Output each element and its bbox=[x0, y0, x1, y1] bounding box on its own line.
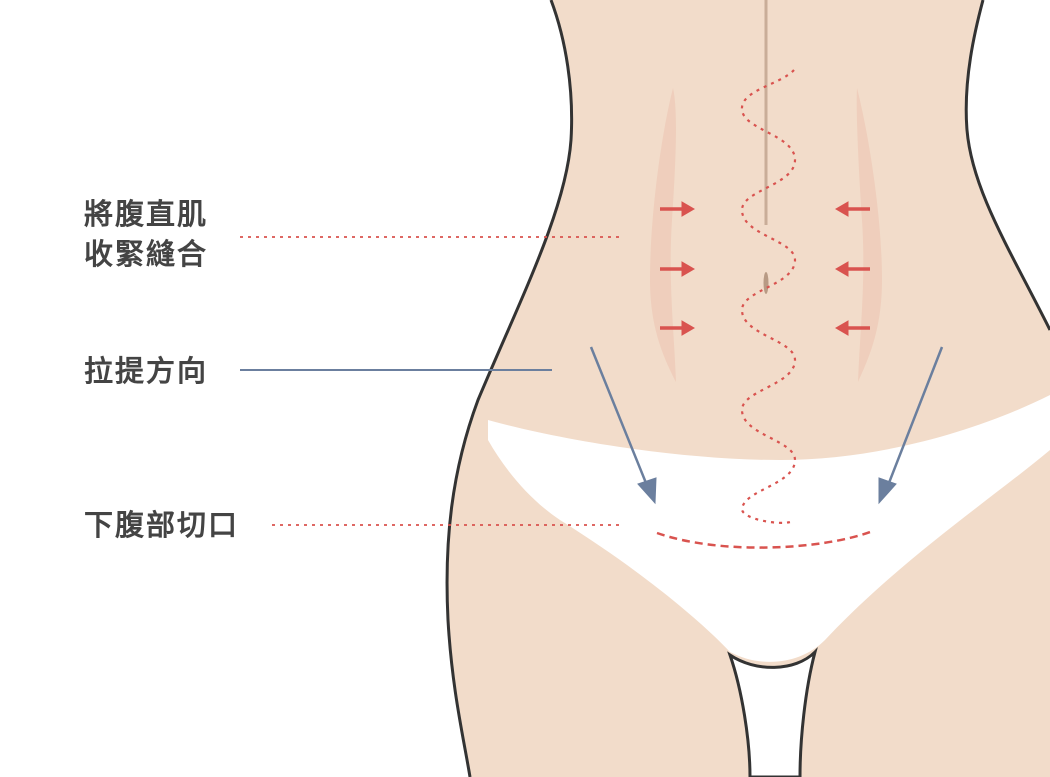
label-lift-direction: 拉提方向 bbox=[84, 351, 208, 391]
arrow-inward-icon bbox=[660, 201, 870, 336]
underwear bbox=[488, 395, 1050, 662]
underwear-crotch bbox=[727, 647, 818, 777]
navel bbox=[763, 272, 769, 294]
torso-skin bbox=[447, 0, 1050, 777]
label-line: 拉提方向 bbox=[84, 354, 209, 388]
right-rectus-muscle bbox=[856, 88, 882, 382]
label-line: 將腹直肌 bbox=[84, 197, 209, 231]
arrow-down-diagonal-icon bbox=[589, 346, 944, 505]
left-body-outline bbox=[445, 0, 574, 777]
label-rectus-plication: 將腹直肌 收緊縫合 bbox=[84, 194, 208, 274]
left-rectus-muscle bbox=[650, 88, 676, 382]
label-line: 收緊縫合 bbox=[84, 237, 209, 271]
right-body-outline bbox=[964, 0, 1050, 331]
label-line: 下腹部切口 bbox=[84, 508, 240, 542]
label-lower-incision: 下腹部切口 bbox=[84, 505, 239, 545]
